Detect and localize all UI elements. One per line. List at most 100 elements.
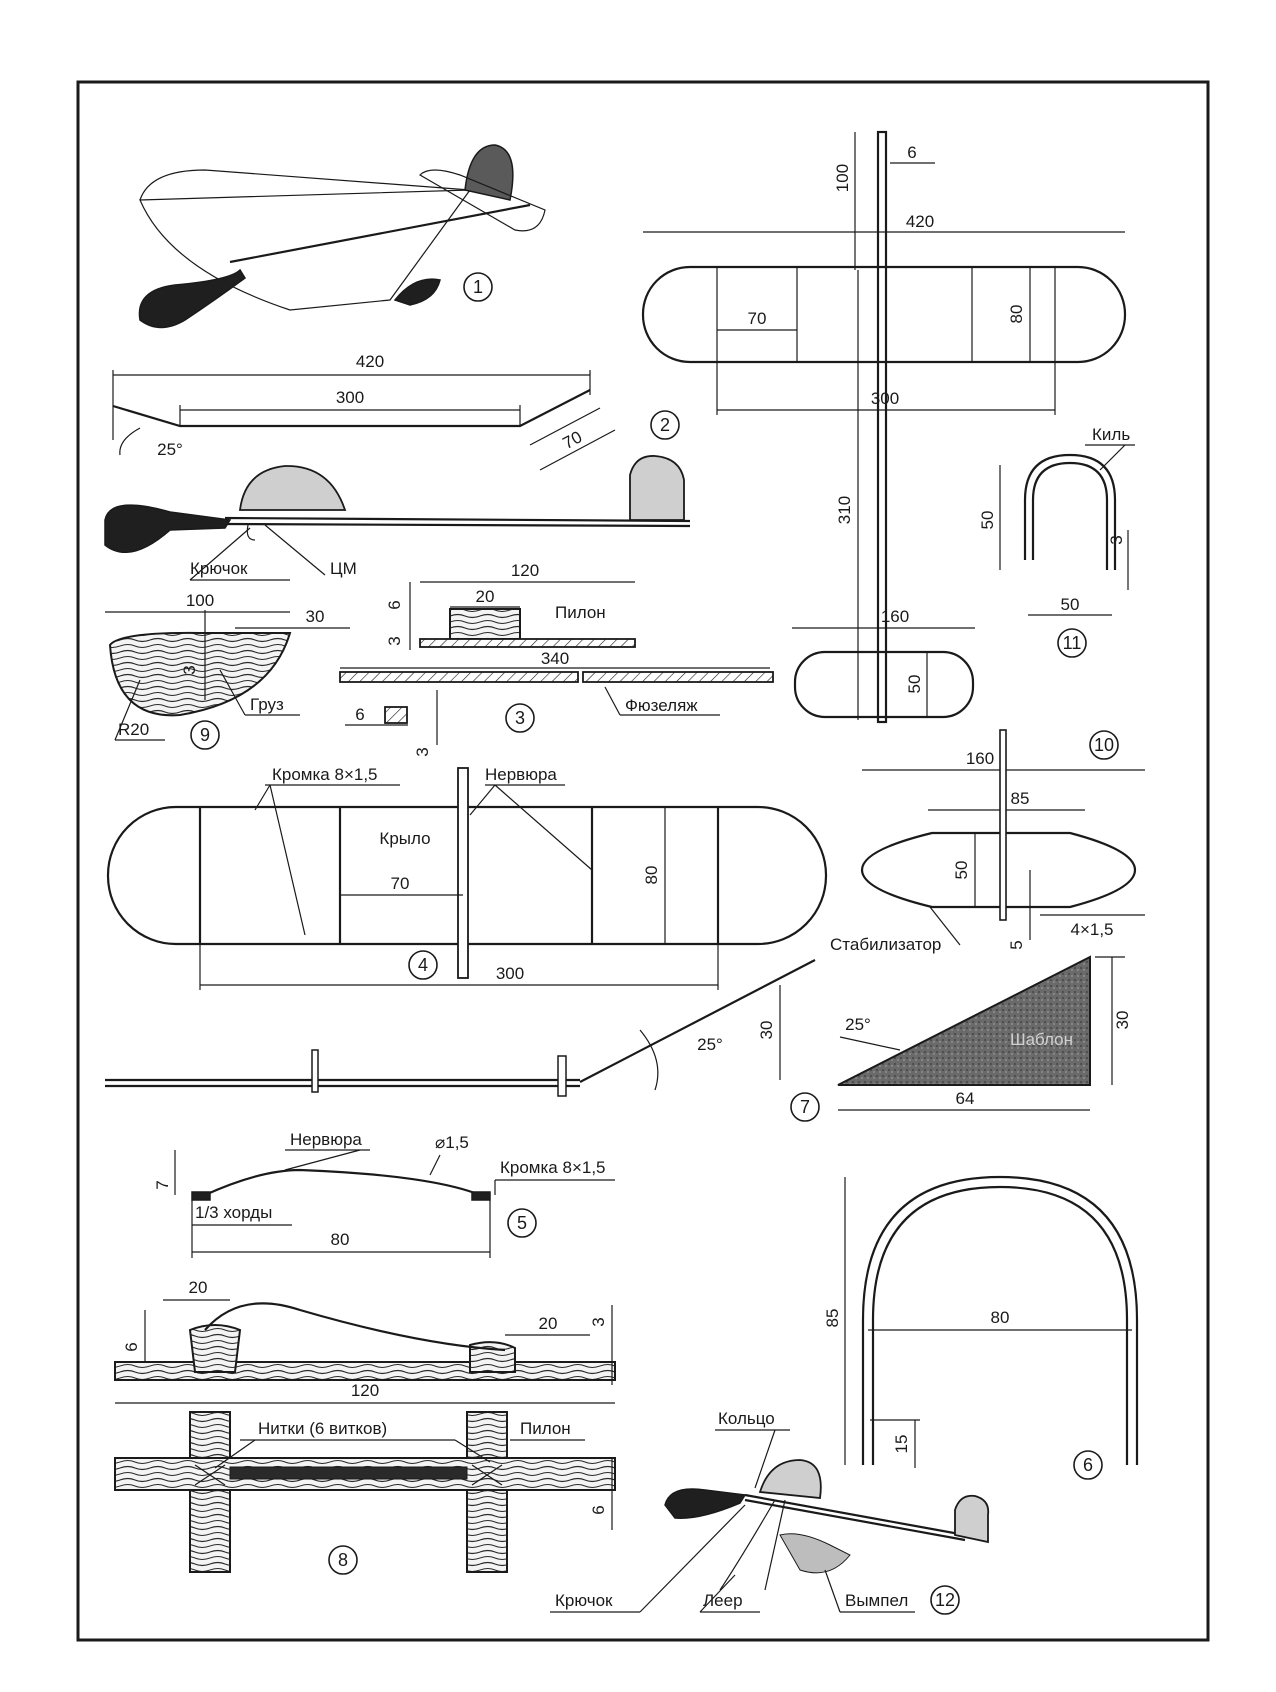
- dim-dihedral: 25°: [157, 440, 183, 459]
- figure-7-number: 7: [800, 1097, 810, 1117]
- figure-9-ballast: 100 30 3 Груз R20 9: [105, 591, 350, 750]
- figure-8-mount-detail: 20 6 20 3 120 Нитки (6 витков) Пилон 6 8: [114, 1278, 616, 1575]
- dim-mount-20b: 20: [539, 1314, 558, 1333]
- figure-7-side-dihedral: 30 25° 7: [105, 959, 820, 1122]
- label-rib-wing: Нервюра: [485, 765, 557, 784]
- figure-4-number: 4: [418, 955, 428, 975]
- dim-pylon-length: 120: [511, 561, 539, 580]
- label-edge-rib: Кромка 8×1,5: [500, 1158, 606, 1177]
- dim-stab-chord: 50: [952, 861, 971, 880]
- figure-10-stabilizer: 10 160 85 50 5 4×1,5 Стабилизатор: [830, 729, 1145, 954]
- figure-8-number: 8: [338, 1550, 348, 1570]
- dim-side-angle: 25°: [697, 1035, 723, 1054]
- dim-top-stab-span: 160: [881, 607, 909, 626]
- dim-top-span: 420: [906, 212, 934, 231]
- label-threads: Нитки (6 витков): [258, 1419, 387, 1438]
- label-fuselage: Фюзеляж: [625, 696, 698, 715]
- dim-template-height: 30: [1113, 1011, 1132, 1030]
- label-stabilizer: Стабилизатор: [830, 935, 941, 954]
- figure-1-number: 1: [473, 277, 483, 297]
- dim-template-width: 64: [956, 1089, 975, 1108]
- label-edge-top: Кромка 8×1,5: [272, 765, 378, 784]
- dim-nose-length: 100: [833, 164, 852, 192]
- dim-stab-strip: 4×1,5: [1070, 920, 1113, 939]
- dim-wingspan: 420: [356, 352, 384, 371]
- label-radius: R20: [118, 720, 149, 739]
- label-hook-launch: Крючок: [555, 1591, 613, 1610]
- figure-11-fin: 50 50 3 Киль 11: [978, 425, 1135, 658]
- sheet-border: [76, 80, 1210, 1642]
- dim-pylon-20: 20: [476, 587, 495, 606]
- label-pylon-mount: Пилон: [520, 1419, 571, 1438]
- dim-fin-3: 3: [1107, 535, 1126, 544]
- dim-top-stab-chord: 50: [905, 675, 924, 694]
- dim-fuselage-length: 340: [541, 649, 569, 668]
- dim-tip-width: 80: [991, 1308, 1010, 1327]
- figure-4-wing-frame: Кромка 8×1,5 Нервюра Крыло 70 80 300 4: [106, 765, 828, 990]
- dim-stab-5: 5: [1007, 940, 1026, 949]
- figure-3-pylon-fuselage: 120 20 Пилон 6 3 340 Фюзеляж 6 3 3: [339, 561, 774, 757]
- figure-10-number: 10: [1094, 735, 1114, 755]
- label-ballast: Груз: [250, 695, 284, 714]
- label-hook: Крючок: [190, 559, 248, 578]
- dim-mount-120: 120: [351, 1381, 379, 1400]
- label-third-chord: 1/3 хорды: [195, 1203, 272, 1222]
- dim-stab-span: 160: [966, 749, 994, 768]
- dim-fuselage-w6: 6: [355, 705, 364, 724]
- dim-ballast-3: 3: [180, 665, 199, 674]
- figure-11-number: 11: [1063, 633, 1082, 653]
- figure-2-top-view: 6 100 420 70 80 300 310 160 50: [641, 130, 1127, 724]
- label-line: Леер: [703, 1591, 743, 1610]
- figure-6-wingtip-bow: 85 80 15 6: [823, 1175, 1139, 1480]
- dim-rib-height: 7: [153, 1180, 172, 1189]
- dim-template-angle: 25°: [845, 1015, 871, 1034]
- dim-wing-bay: 70: [391, 874, 410, 893]
- dim-fin-width: 50: [1061, 595, 1080, 614]
- label-cg: ЦМ: [330, 559, 357, 578]
- dim-rib-chord: 80: [331, 1230, 350, 1249]
- dim-pylon-h6: 6: [385, 600, 404, 609]
- dim-tip-height: 85: [823, 1309, 842, 1328]
- dim-top-center: 300: [871, 389, 899, 408]
- figure-2-number: 2: [660, 415, 670, 435]
- dim-fin-height: 50: [978, 511, 997, 530]
- label-pylon: Пилон: [555, 603, 606, 622]
- dim-tail-length: 310: [835, 496, 854, 524]
- dim-wing-chord: 80: [642, 866, 661, 885]
- dim-mount-6b: 6: [589, 1505, 608, 1514]
- figure-12-number: 12: [935, 1590, 955, 1610]
- label-wing: Крыло: [379, 829, 430, 848]
- label-rib-profile: Нервюра: [290, 1130, 362, 1149]
- dim-tip-panel: 70: [560, 427, 586, 453]
- dim-mount-20a: 20: [189, 1278, 208, 1297]
- dim-fuselage-width: 6: [907, 143, 916, 162]
- label-template: Шаблон: [1010, 1030, 1073, 1049]
- dim-ballast-30: 30: [306, 607, 325, 626]
- dim-top-bay: 70: [748, 309, 767, 328]
- figure-5-rib-profile: 7 Нервюра ⌀1,5 Кромка 8×1,5 1/3 хорды 80…: [153, 1130, 615, 1258]
- figure-2-front-view: 420 300 70 25° 2: [112, 352, 680, 471]
- figure-6-number: 6: [1083, 1455, 1093, 1475]
- figure-2-side-view: Крючок ЦМ: [104, 455, 691, 581]
- figure-5-number: 5: [517, 1213, 527, 1233]
- dim-stab-85: 85: [1011, 789, 1030, 808]
- figure-1-perspective-view: 1: [138, 144, 546, 329]
- dim-fuselage-h3: 3: [413, 747, 432, 756]
- label-pennant: Вымпел: [845, 1591, 908, 1610]
- dim-mount-6: 6: [122, 1342, 141, 1351]
- dim-pylon-h3: 3: [385, 636, 404, 645]
- dim-wing-center: 300: [496, 964, 524, 983]
- figure-9-number: 9: [200, 725, 210, 745]
- dim-top-chord: 80: [1007, 305, 1026, 324]
- dim-side-height: 30: [757, 1021, 776, 1040]
- dihedral-template: Шаблон 30 64 25°: [837, 955, 1132, 1111]
- label-fin: Киль: [1092, 425, 1130, 444]
- label-ring: Кольцо: [718, 1409, 775, 1428]
- dim-center-section: 300: [336, 388, 364, 407]
- dim-ballast-length: 100: [186, 591, 214, 610]
- label-diameter: ⌀1,5: [435, 1133, 469, 1152]
- figure-3-number: 3: [515, 708, 525, 728]
- dim-tip-15: 15: [892, 1435, 911, 1454]
- dim-mount-3: 3: [589, 1317, 608, 1326]
